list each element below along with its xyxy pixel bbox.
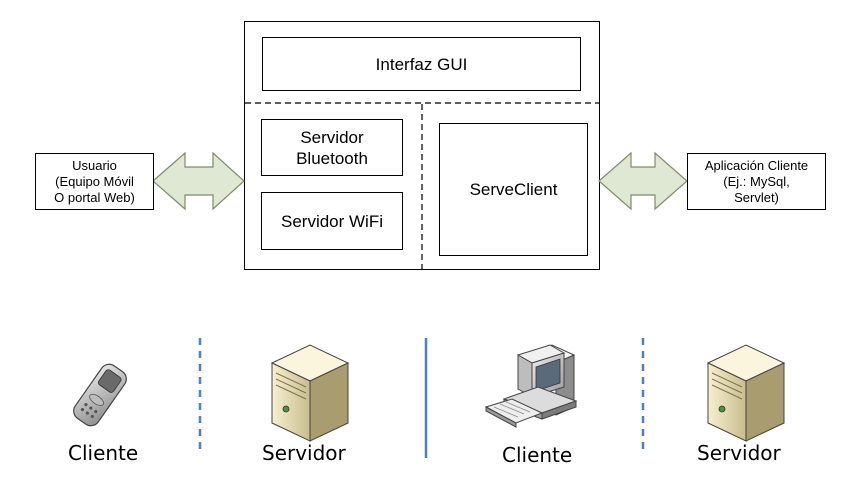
left-double-arrow	[152, 151, 245, 211]
user-box: Usuario (Equipo Móvil O portal Web)	[35, 153, 154, 210]
caption-servidor-1: Servidor	[262, 441, 346, 465]
client-app-box: Aplicación Cliente (Ej.: MySql, Servlet)	[687, 153, 826, 210]
bluetooth-server-box: Servidor Bluetooth	[261, 119, 403, 176]
right-double-arrow	[598, 151, 688, 211]
caption-cliente-mobile: Cliente	[68, 441, 139, 465]
client-app-label: Aplicación Cliente (Ej.: MySql, Servlet)	[704, 157, 809, 205]
serveclient-box: ServeClient	[439, 123, 588, 256]
user-label: Usuario (Equipo Móvil O portal Web)	[54, 157, 135, 205]
serveclient-label: ServeClient	[469, 180, 558, 199]
wifi-server-box: Servidor WiFi	[261, 192, 403, 250]
caption-servidor-2: Servidor	[697, 441, 781, 465]
wifi-server-label: Servidor WiFi	[280, 211, 383, 231]
bluetooth-server-label: Servidor Bluetooth	[296, 127, 368, 168]
gui-box: Interfaz GUI	[262, 37, 581, 91]
gui-label: Interfaz GUI	[375, 54, 468, 74]
caption-cliente-desktop: Cliente	[502, 443, 573, 467]
